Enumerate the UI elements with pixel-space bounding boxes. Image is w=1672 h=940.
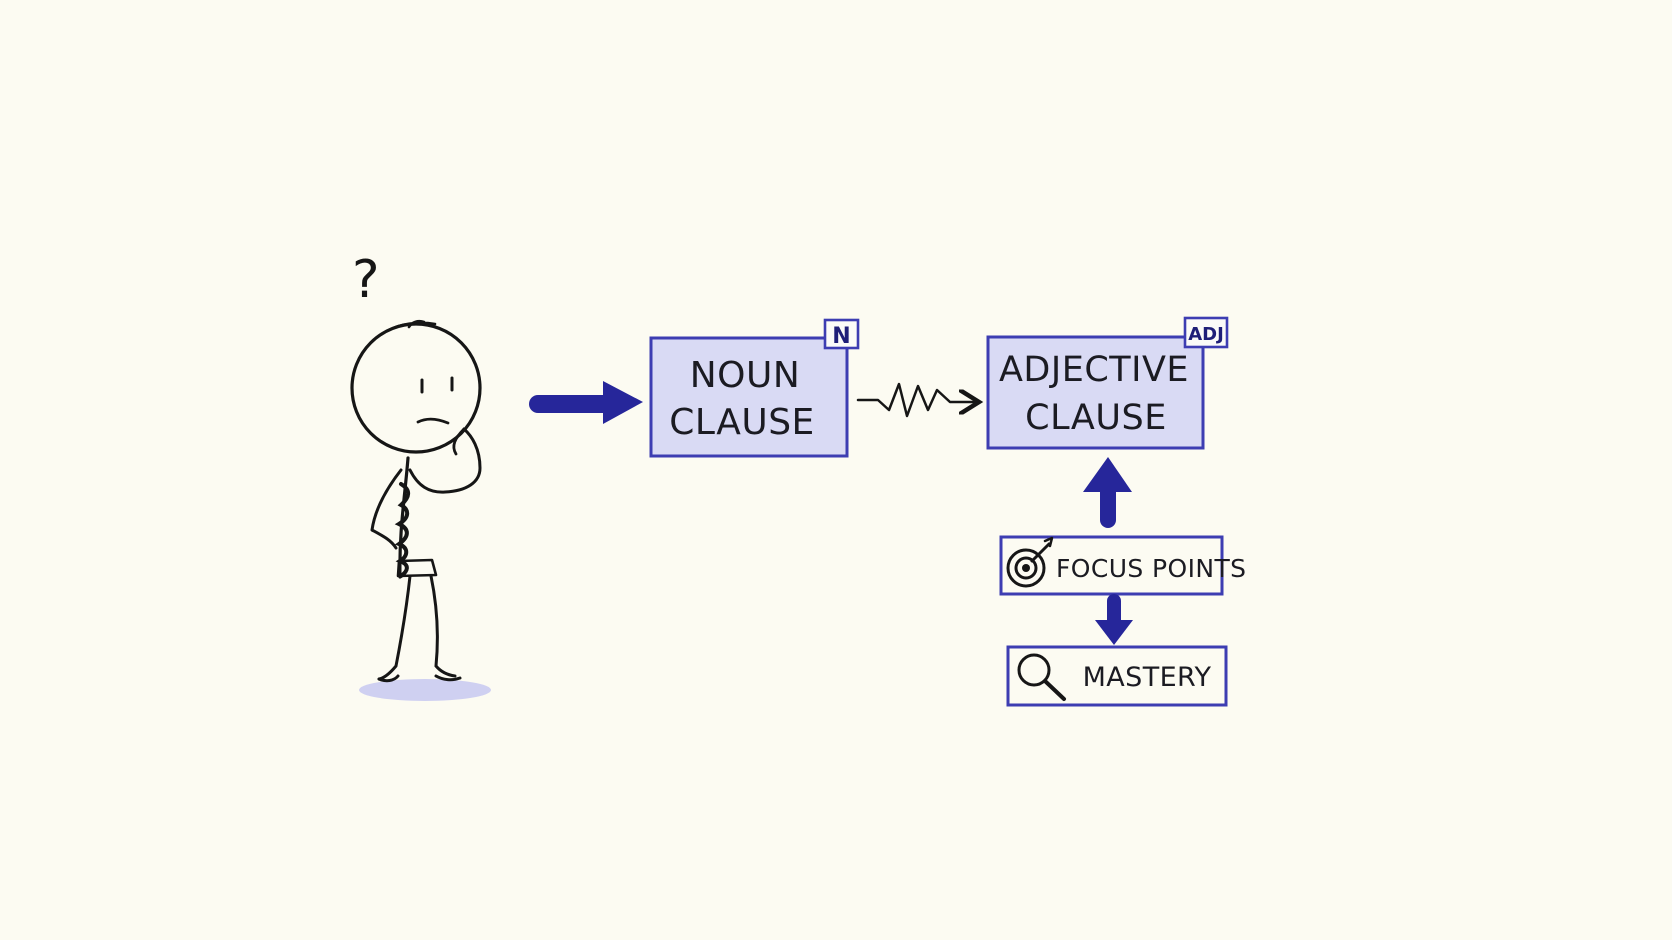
mastery-label: MASTERY: [1083, 662, 1212, 693]
down-to-mastery-arrow: [1095, 594, 1133, 645]
noun-tag: N: [832, 324, 850, 349]
noun-to-adjective-zigzag-arrow: [856, 382, 979, 418]
adjective-clause-box: ADJ ADJECTIVE CLAUSE: [986, 316, 1229, 450]
noun-clause-line-1: NOUN: [690, 355, 801, 396]
focus-points-box: FOCUS POINTS: [999, 535, 1246, 596]
focus-points-label: FOCUS POINTS: [1056, 554, 1246, 583]
figure-left-arm: [370, 468, 403, 550]
figure-mouth: [416, 417, 450, 425]
figure-shadow: [359, 679, 491, 701]
mastery-box: MASTERY: [1006, 645, 1228, 707]
figure-right-leg: [429, 574, 457, 678]
adjective-tag: ADJ: [1188, 324, 1224, 345]
figure-right-foot: [434, 674, 462, 682]
noun-clause-line-2: CLAUSE: [669, 402, 815, 443]
figure-to-noun-arrow: [529, 381, 643, 424]
adjective-tag-box: [1183, 316, 1229, 349]
thinking-stick-figure: ?: [350, 250, 491, 701]
up-to-adjective-arrow: [1083, 457, 1132, 528]
figure-hand: [452, 427, 466, 456]
figure-right-arm: [408, 427, 482, 494]
figure-hair: [387, 319, 437, 332]
noun-clause-box: N NOUN CLAUSE: [649, 318, 860, 458]
figure-left-foot: [377, 674, 400, 683]
adjective-clause-line-2: CLAUSE: [1025, 398, 1167, 438]
figure-left-leg: [377, 574, 412, 681]
noun-tag-box: [823, 318, 860, 350]
figure-eyes: [420, 376, 454, 394]
adjective-clause-line-1: ADJECTIVE: [999, 350, 1189, 390]
figure-shorts: [396, 558, 438, 578]
magnifier-icon: [1017, 653, 1066, 701]
target-icon: [1006, 536, 1054, 588]
question-mark: ?: [352, 250, 380, 310]
